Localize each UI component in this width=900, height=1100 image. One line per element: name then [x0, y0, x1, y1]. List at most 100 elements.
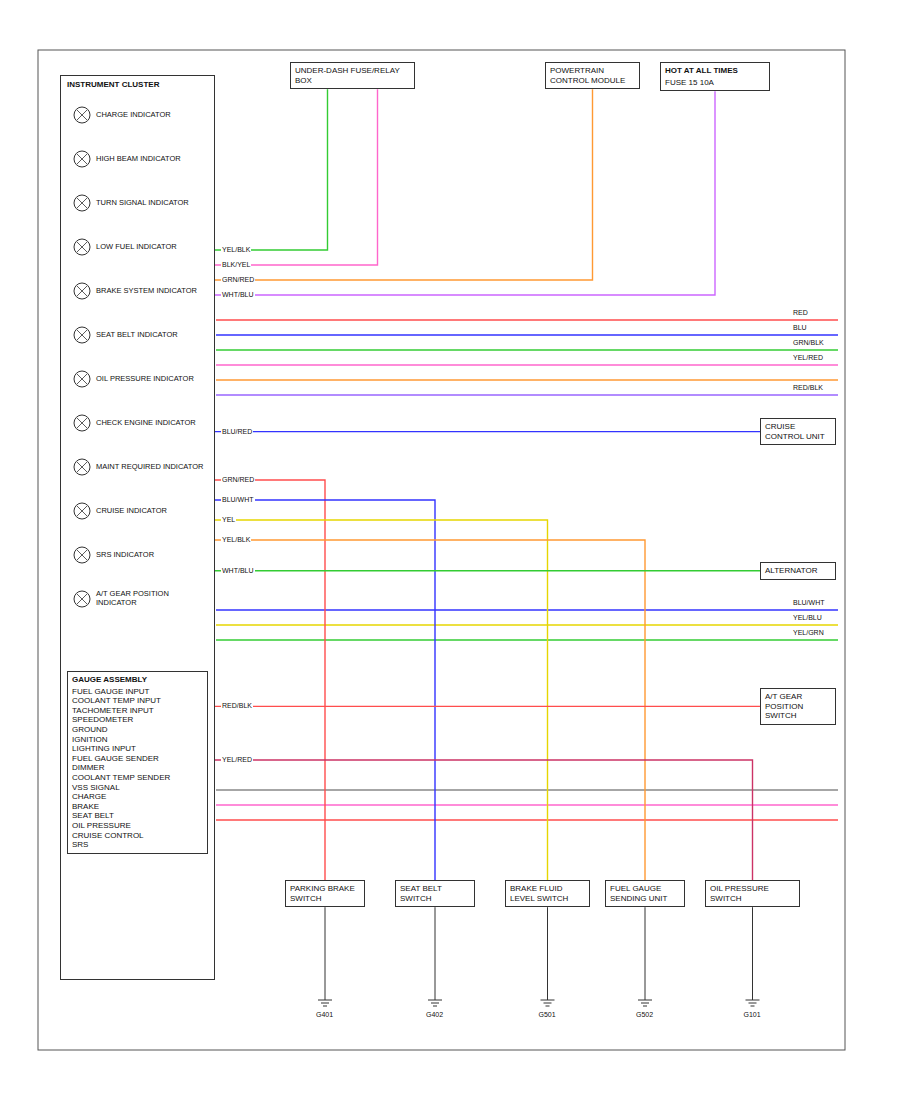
lamp-symbol	[73, 590, 91, 608]
lamp-symbol	[73, 194, 91, 212]
wire-color: RED/BLK	[221, 702, 253, 710]
wire	[216, 789, 838, 790]
component-name: POWERTRAIN CONTROL MODULE	[550, 66, 635, 85]
component-name: SRS INDICATOR	[96, 551, 154, 560]
pin-function: GROUND	[72, 725, 203, 735]
wire	[216, 319, 838, 320]
component-box: A/T GEAR POSITION SWITCH	[760, 688, 836, 725]
indicator-lamp: OIL PRESSURE INDICATOR	[73, 370, 208, 388]
indicator-lamp: BRAKE SYSTEM INDICATOR	[73, 282, 208, 300]
component-box: ALTERNATOR	[760, 562, 836, 580]
component-name: CHECK ENGINE INDICATOR	[96, 419, 196, 428]
indicator-lamp: CRUISE INDICATOR	[73, 502, 208, 520]
indicator-lamp: TURN SIGNAL INDICATOR	[73, 194, 208, 212]
pin-function: SEAT BELT	[72, 811, 203, 821]
component-name: BRAKE SYSTEM INDICATOR	[96, 287, 197, 296]
pin-function: IGNITION	[72, 735, 203, 745]
wire-color: WHT/BLU	[221, 567, 255, 575]
wire	[216, 349, 838, 350]
component-name: PARKING BRAKE SWITCH	[290, 884, 360, 903]
indicator-lamp: SRS INDICATOR	[73, 546, 208, 564]
component-name: CRUISE INDICATOR	[96, 507, 167, 516]
pin-function: BRAKE	[72, 802, 203, 812]
ground-symbol	[541, 907, 555, 1006]
component-box: POWERTRAIN CONTROL MODULE	[545, 62, 640, 89]
component-box: HOT AT ALL TIMESFUSE 15 10A	[660, 62, 770, 91]
component-name: BRAKE FLUID LEVEL SWITCH	[510, 884, 585, 903]
lamp-symbol	[73, 326, 91, 344]
wire-color: GRN/RED	[221, 476, 255, 484]
ground-id: G501	[538, 1011, 557, 1019]
component-name: INSTRUMENT CLUSTER	[61, 76, 214, 93]
component-box: SEAT BELT SWITCH	[395, 880, 475, 907]
wire-color: BLU/WHT	[792, 599, 826, 607]
component-box: FUEL GAUGE SENDING UNIT	[605, 880, 685, 907]
wire-color: WHT/BLU	[221, 291, 255, 299]
wire-color: BLU/WHT	[221, 496, 255, 504]
wire-color: BLU	[792, 324, 808, 332]
wire-color: GRN/BLK	[792, 339, 825, 347]
wire-connector	[215, 89, 328, 250]
ground-id: G402	[425, 1011, 444, 1019]
component-name: FUEL GAUGE SENDING UNIT	[610, 884, 680, 903]
component-name: LOW FUEL INDICATOR	[96, 243, 177, 252]
wire	[216, 639, 838, 640]
component-name: UNDER-DASH FUSE/RELAY BOX	[295, 66, 410, 85]
pin-function: FUEL GAUGE INPUT	[72, 687, 203, 697]
wire	[216, 624, 838, 625]
ground-id: G502	[635, 1011, 654, 1019]
ground-id: G101	[743, 1011, 762, 1019]
wire-color: YEL/GRN	[792, 629, 825, 637]
ground-id: G401	[315, 1011, 334, 1019]
wire	[216, 804, 838, 805]
pin-function: OIL PRESSURE	[72, 821, 203, 831]
component-name: CRUISE CONTROL UNIT	[765, 422, 831, 441]
ground-symbol	[428, 907, 442, 1006]
component-name: SEAT BELT SWITCH	[400, 884, 470, 903]
lamp-symbol	[73, 370, 91, 388]
component-box: PARKING BRAKE SWITCH	[285, 880, 365, 907]
ground-symbol	[746, 907, 760, 1006]
wire-connector	[215, 760, 753, 880]
pin-function: FUSE 15 10A	[665, 78, 765, 88]
component-name: ALTERNATOR	[765, 566, 831, 576]
pin-function: CRUISE CONTROL	[72, 831, 203, 841]
wire-color: RED	[792, 309, 809, 317]
indicator-lamp: CHARGE INDICATOR	[73, 106, 208, 124]
wire-color: YEL/BLK	[221, 536, 251, 544]
wire-connector	[215, 89, 593, 280]
indicator-lamp: SEAT BELT INDICATOR	[73, 326, 208, 344]
pin-function: SPEEDOMETER	[72, 715, 203, 725]
component-name: A/T GEAR POSITION INDICATOR	[96, 590, 208, 607]
lamp-symbol	[73, 238, 91, 256]
pin-function: LIGHTING INPUT	[72, 744, 203, 754]
pin-function: FUEL GAUGE SENDER	[72, 754, 203, 764]
component-name: OIL PRESSURE INDICATOR	[96, 375, 194, 384]
component-box: CRUISE CONTROL UNIT	[760, 418, 836, 445]
ground-symbol	[318, 907, 332, 1006]
wire-color: YEL/RED	[221, 756, 253, 764]
wire-connector	[215, 500, 435, 880]
wire-color: YEL	[221, 516, 236, 524]
indicator-lamp: LOW FUEL INDICATOR	[73, 238, 208, 256]
pin-function: DIMMER	[72, 763, 203, 773]
wire-connector	[215, 431, 760, 432]
component-name: GAUGE ASSEMBLY	[72, 675, 203, 685]
wire-color: RED/BLK	[792, 384, 824, 392]
component-name: HIGH BEAM INDICATOR	[96, 155, 181, 164]
wire	[216, 364, 838, 365]
wire-color: YEL/RED	[792, 354, 824, 362]
component-name: SEAT BELT INDICATOR	[96, 331, 178, 340]
pin-function: CHARGE	[72, 792, 203, 802]
indicator-lamp: MAINT REQUIRED INDICATOR	[73, 458, 208, 476]
component-name: OIL PRESSURE SWITCH	[710, 884, 795, 903]
wire	[216, 609, 838, 610]
wire-connector	[215, 540, 645, 880]
wire-color: GRN/RED	[221, 276, 255, 284]
wire	[216, 394, 838, 395]
lamp-symbol	[73, 414, 91, 432]
diagram-border	[38, 50, 845, 1050]
wire	[216, 819, 838, 820]
lamp-symbol	[73, 106, 91, 124]
wire-color: YEL/BLU	[792, 614, 823, 622]
